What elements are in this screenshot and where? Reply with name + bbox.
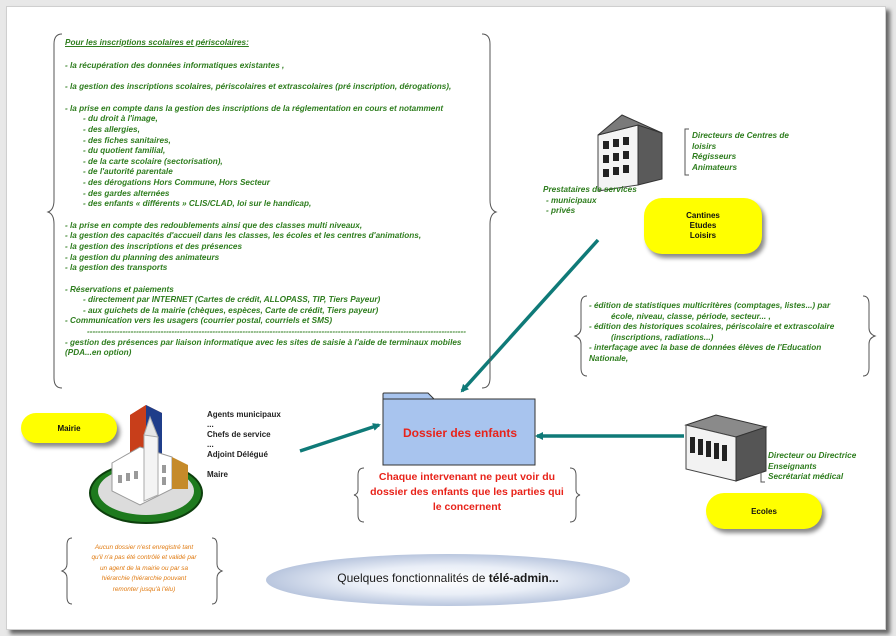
stats-line: - interfaçage avec la base de données él… — [589, 343, 822, 353]
dossier-label: Dossier des enfants — [402, 426, 518, 440]
cantines-badge: Cantines Etudes Loisirs — [644, 198, 762, 254]
stats-line: - édition des historiques scolaires, pér… — [589, 322, 835, 332]
stats-line: Nationale, — [589, 353, 629, 363]
stats-line: école, niveau, classe, période, secteur.… — [611, 311, 771, 321]
reg-item: - du quotient familial, — [83, 146, 166, 156]
office-building-icon — [597, 114, 663, 192]
ecoles-staff: Directeur ou Directrice Enseignants Secr… — [768, 451, 856, 483]
staff-line: Directeurs de Centres de — [692, 131, 789, 140]
staff-line: Maire — [207, 470, 228, 479]
dossier-note-line: Chaque intervenant ne peut voir du — [378, 471, 556, 483]
dossier-note-line: dossier des enfants que les parties qui — [370, 486, 564, 498]
reg-item: - des fiches sanitaires, — [83, 135, 171, 145]
prestataires-type: - privés — [546, 206, 576, 216]
staff-line: Directeur ou Directrice — [768, 451, 857, 460]
mgmt-item: - la gestion des transports — [65, 263, 168, 273]
mgmt-item: - la gestion des capacités d'accueil dan… — [65, 231, 422, 241]
staff-line — [207, 460, 281, 470]
prestataires-label: Prestataires de services - municipaux - … — [543, 185, 637, 217]
staff-line: Secrétariat médical — [768, 472, 844, 482]
reg-item: - des enfants « différents » CLIS/CLAD, … — [83, 199, 312, 209]
separator-line: ----------------------------------------… — [87, 327, 466, 337]
reg-item: - des gardes alternées — [83, 188, 170, 198]
staff-line: Chefs de service — [207, 430, 271, 439]
presence-line: - gestion des présences par liaison info… — [65, 337, 462, 347]
validation-line: Aucun dossier n'est enregistré tant — [94, 544, 194, 551]
badge-line: Loisirs — [689, 231, 717, 240]
staff-line: ... — [207, 440, 214, 449]
footer-bold: télé-admin... — [488, 571, 559, 585]
inscriptions-block: Pour les inscriptions scolaires et péris… — [65, 38, 485, 359]
mgmt-item: - la prise en compte des redoublements a… — [65, 220, 363, 230]
folder-icon — [382, 392, 536, 466]
reg-item: - du droit à l'image, — [83, 114, 158, 124]
badge-line: Etudes — [689, 221, 717, 230]
dossier-note-brace — [353, 467, 581, 523]
stats-line: - édition de statistiques multicritères … — [589, 301, 831, 310]
prestataires-title: Prestataires de services — [543, 185, 637, 194]
arrow-mairie-to-dossier — [299, 423, 381, 453]
validation-line: remonter jusqu'à l'élu) — [112, 585, 176, 593]
feature-line: - la récupération des données informatiq… — [65, 60, 285, 70]
inscriptions-title: Pour les inscriptions scolaires et péris… — [65, 38, 249, 47]
school-building-icon — [684, 414, 768, 482]
mairie-staff: Agents municipaux ... Chefs de service .… — [207, 410, 281, 480]
ecoles-badge: Ecoles — [706, 493, 822, 529]
feature-line: - la prise en compte dans la gestion des… — [65, 103, 444, 113]
mgmt-item: - la gestion du planning des animateurs — [65, 252, 220, 262]
prestataires-type: - municipaux — [546, 195, 597, 205]
staff-line: Enseignants — [768, 461, 817, 471]
stats-block: - édition de statistiques multicritères … — [589, 301, 869, 365]
footer-prefix: Quelques fonctionnalités de — [337, 571, 489, 585]
reg-item: - de l'autorité parentale — [83, 167, 173, 177]
staff-line: Animateurs — [692, 162, 738, 172]
inscriptions-brace — [46, 33, 498, 389]
mgmt-item: - la gestion des inscriptions et des pré… — [65, 241, 242, 251]
staff-line: Agents municipaux — [207, 410, 281, 419]
presence-line-2: (PDA...en option) — [65, 348, 132, 358]
footer-title: Quelques fonctionnalités de télé-admin..… — [264, 571, 632, 585]
ecoles-staff-bracket — [760, 449, 765, 483]
communication-line: - Communication vers les usagers (courri… — [65, 316, 333, 326]
stats-line: (inscriptions, radiations...) — [611, 332, 714, 342]
staff-line: loisirs — [692, 141, 717, 151]
reg-item: - de la carte scolaire (sectorisation), — [83, 156, 223, 166]
dossier-note: Chaque intervenant ne peut voir du dossi… — [362, 470, 572, 515]
payment-item: - directement par INTERNET (Cartes de cr… — [83, 295, 381, 305]
validation-line: hiérarchie (hiérarchie pouvant — [101, 575, 187, 583]
reservations-line: - Réservations et paiements — [65, 284, 174, 294]
reg-item: - des dérogations Hors Commune, Hors Sec… — [83, 177, 270, 187]
feature-line: - la gestion des inscriptions scolaires,… — [65, 82, 452, 92]
mairie-badge: Mairie — [21, 413, 117, 443]
staff-line: Régisseurs — [692, 152, 737, 162]
badge-line: Cantines — [686, 211, 720, 220]
validation-note: Aucun dossier n'est enregistré tant qu'i… — [70, 543, 218, 595]
staff-line: ... — [207, 420, 214, 429]
arrow-prestataires-to-dossier — [460, 238, 600, 393]
staff-line: Adjoint Délégué — [207, 450, 268, 459]
validation-line: qu'il n'a pas été contrôlé et validé par — [91, 554, 197, 562]
reg-item: - des allergies, — [83, 124, 140, 134]
stats-brace — [573, 295, 877, 377]
dossier-note-line: le concernent — [432, 501, 502, 513]
validation-line: un agent de la mairie ou par sa — [99, 564, 189, 572]
payment-item: - aux guichets de la mairie (chèques, es… — [83, 305, 379, 315]
mairie-badge-label: Mairie — [57, 423, 81, 433]
prestataires-staff-bracket — [684, 128, 689, 176]
prestataires-staff: Directeurs de Centres de loisirs Régisse… — [692, 131, 789, 173]
footer-ellipse — [266, 554, 630, 606]
town-hall-icon — [89, 405, 203, 524]
ecoles-badge-label: Ecoles — [751, 506, 777, 516]
validation-note-brace — [60, 537, 224, 605]
